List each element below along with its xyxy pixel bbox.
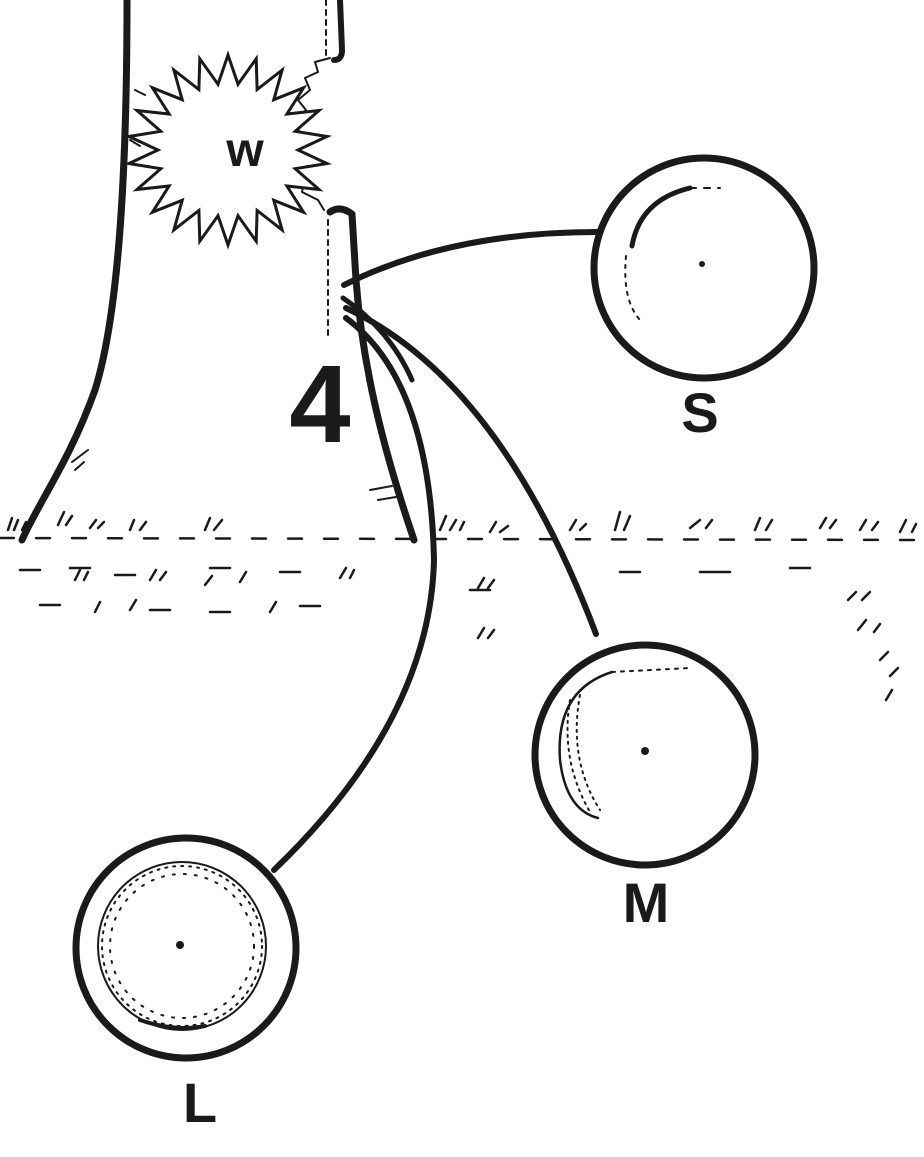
medium-callus-arc xyxy=(558,670,614,820)
cross-section-medium xyxy=(531,641,759,869)
ground-grass xyxy=(0,510,922,702)
connector-extra xyxy=(340,295,415,383)
step-number: 4 xyxy=(289,343,350,466)
upper-bark-edge xyxy=(331,0,345,63)
wound-starburst xyxy=(123,50,333,250)
large-pith-dot xyxy=(176,941,184,949)
medium-pith-dot xyxy=(641,747,649,755)
small-callus-arc xyxy=(629,185,693,249)
large-callus-arc xyxy=(138,1018,207,1030)
small-pith-dot xyxy=(699,261,705,267)
cross-section-large xyxy=(72,834,300,1062)
label-large: L xyxy=(183,1071,217,1134)
connector-to-medium xyxy=(343,305,599,637)
wound-marker-label: W xyxy=(225,124,264,177)
trunk-left-edge xyxy=(18,0,131,544)
connector-to-small xyxy=(341,229,600,288)
label-small: S xyxy=(681,381,718,444)
lower-bark-callus xyxy=(326,205,418,544)
bark-texture xyxy=(71,89,397,501)
label-medium: M xyxy=(623,871,670,934)
connector-to-large xyxy=(271,315,437,873)
cross-section-small xyxy=(590,154,818,382)
